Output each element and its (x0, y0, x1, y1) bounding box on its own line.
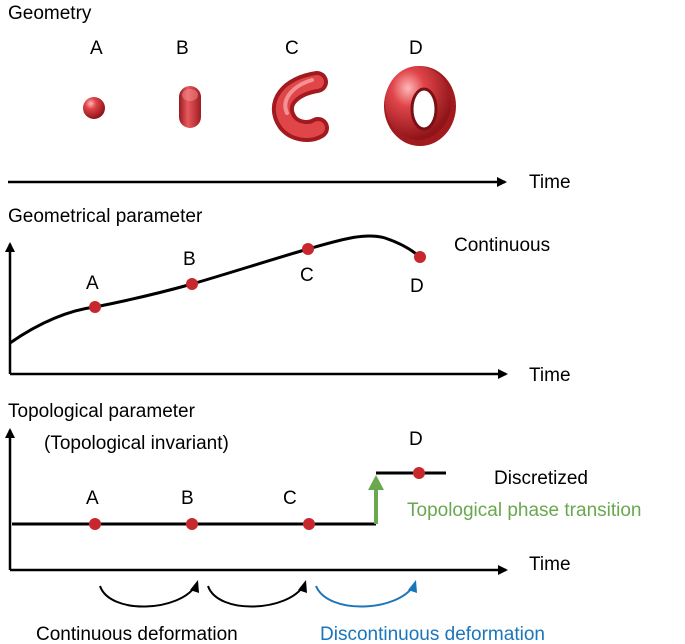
geometrical-point-d (414, 251, 426, 263)
continuous-arc-2 (207, 580, 307, 608)
topological-subtitle: (Topological invariant) (44, 433, 229, 454)
geometrical-label-c: C (300, 265, 314, 286)
geometrical-status: Continuous (454, 235, 550, 256)
shape-label-b: B (176, 38, 189, 59)
geometrical-point-a (89, 301, 101, 313)
discontinuous-arc (315, 580, 417, 608)
capsule-icon (179, 86, 201, 128)
shape-label-a: A (90, 38, 103, 59)
topological-label-a: A (86, 488, 99, 509)
topological-status: Discretized (494, 468, 588, 489)
transition-arrow (368, 475, 384, 524)
shape-label-c: C (285, 38, 299, 59)
topological-point-a (89, 518, 101, 530)
geometrical-label-b: B (183, 249, 196, 270)
transition-label: Topological phase transition (407, 500, 642, 521)
time-label-topological: Time (529, 554, 571, 575)
geometrical-curve (9, 234, 421, 345)
topological-label-d: D (409, 429, 423, 450)
topological-point-b (186, 518, 198, 530)
continuous-deformation-label: Continuous deformation (36, 624, 238, 644)
shape-label-d: D (409, 38, 423, 59)
continuous-arc-1 (99, 580, 199, 608)
geometrical-label-a: A (86, 273, 99, 294)
sphere-icon (83, 97, 105, 119)
topological-label-c: C (283, 488, 297, 509)
geometrical-point-c (302, 243, 314, 255)
geometrical-point-b (186, 278, 198, 290)
topological-title: Topological parameter (8, 401, 196, 422)
geometrical-title: Geometrical parameter (8, 206, 203, 227)
topological-point-c (303, 518, 315, 530)
discontinuous-deformation-label: Discontinuous deformation (320, 624, 545, 644)
bent-capsule-icon (271, 71, 329, 142)
time-label-geometrical: Time (529, 365, 571, 386)
torus-icon (384, 66, 456, 146)
geometry-title: Geometry (8, 3, 92, 24)
topological-label-b: B (181, 488, 194, 509)
geometrical-label-d: D (410, 276, 424, 297)
time-label-geometry: Time (529, 172, 571, 193)
topological-point-d (413, 467, 425, 479)
